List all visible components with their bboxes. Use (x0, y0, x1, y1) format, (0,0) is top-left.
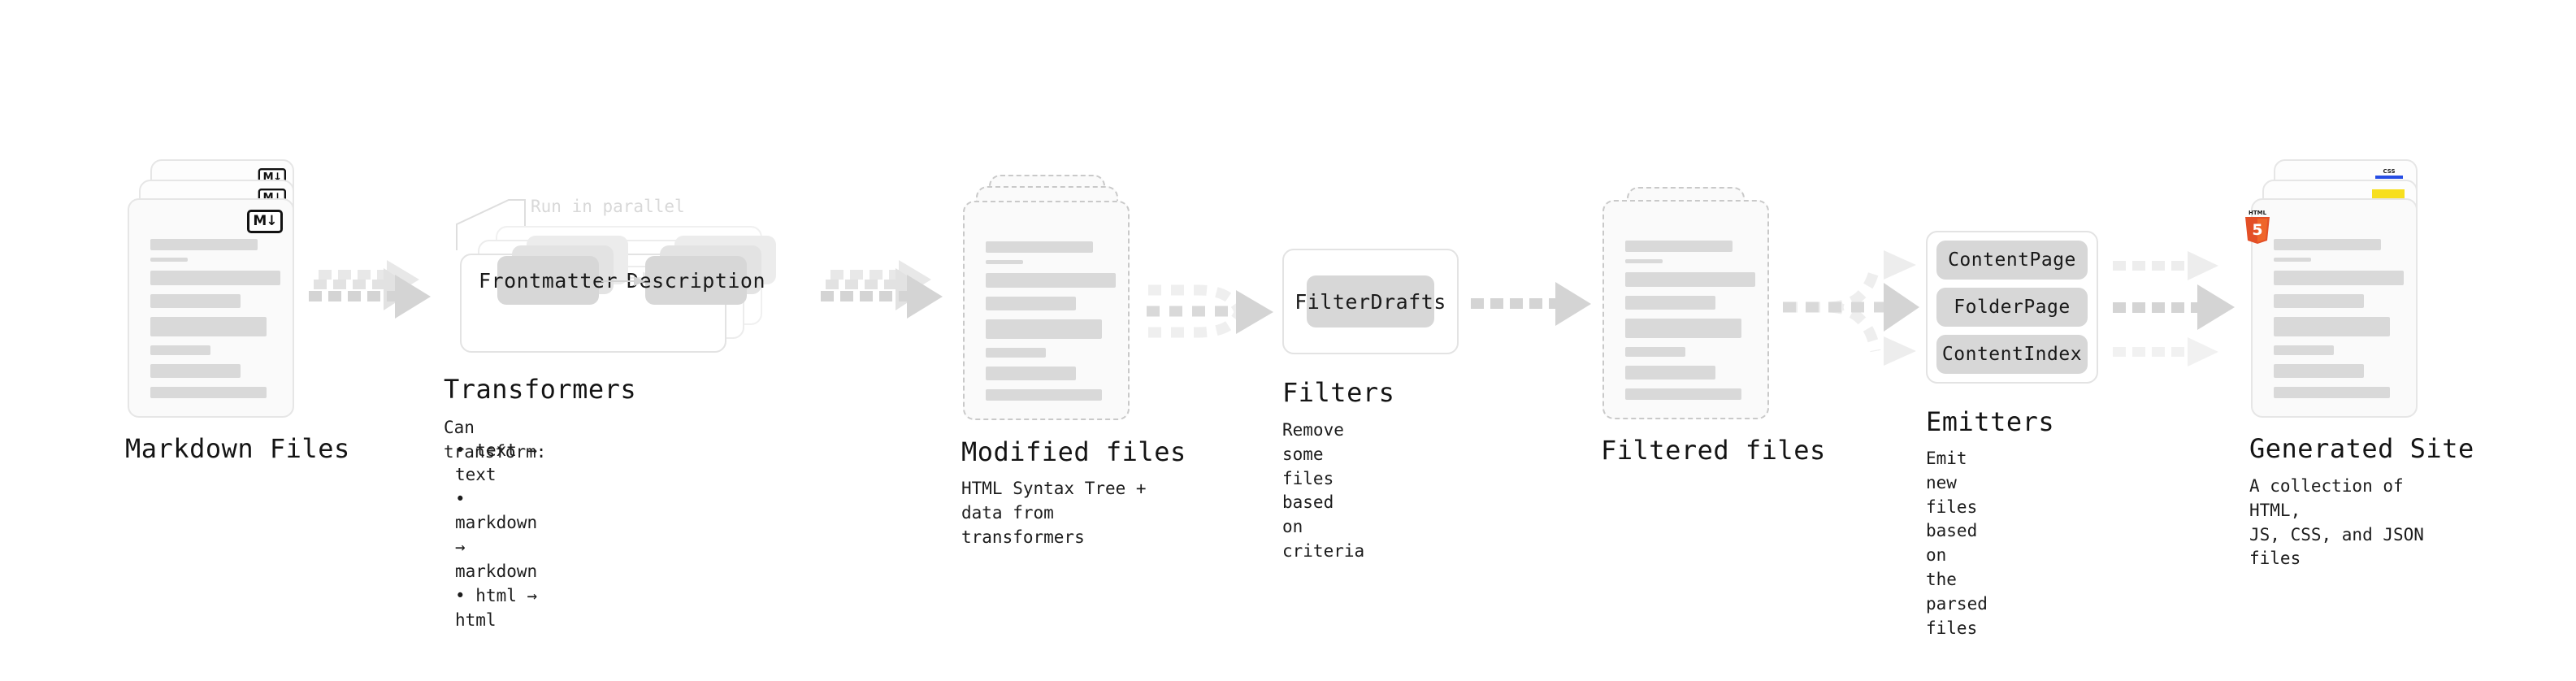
stage-markdown-files: M↓ M↓ M↓ Markdown Files (125, 159, 349, 464)
emitters-chip-contentpage-label: ContentPage (1948, 249, 2076, 271)
modified-card-content (965, 202, 1128, 419)
site-card-content (2253, 200, 2416, 416)
html5-badge-number: 5 (2252, 221, 2262, 239)
modified-card-stack (963, 175, 1150, 435)
filtered-card-stack (1602, 187, 1789, 447)
emitters-subtitle: Emit new files based on the parsed files (1926, 449, 1988, 638)
arrow-md-to-transformers (309, 260, 431, 319)
arrow-modified-to-filters (1147, 284, 1273, 338)
markdown-badge-text: M↓ (253, 213, 277, 229)
run-in-parallel-bracket (456, 199, 526, 250)
markdown-card-front: M↓ (128, 198, 294, 418)
transformers-list: text → text markdown → markdown html → h… (444, 439, 537, 633)
filters-subtitle: Remove some files based on criteria (1282, 420, 1365, 562)
modified-files-title: Modified files (961, 436, 1186, 467)
transformers-list-item: text → text (455, 439, 537, 488)
markdown-badge-icon: M↓ (247, 210, 283, 233)
emitters-chip-contentpage[interactable]: ContentPage (1936, 241, 2088, 280)
stage-modified-files: Modified files HTML Syntax Tree + data f… (961, 175, 1186, 547)
arrow-filters-to-filtered (1471, 282, 1591, 326)
filters-chip-filterdrafts[interactable]: FilterDrafts (1295, 275, 1446, 327)
markdown-card-content (129, 200, 293, 416)
stage-filtered-files: Filtered files (1601, 187, 1825, 466)
transformers-connector-arrow (601, 276, 645, 286)
run-in-parallel-label: Run in parallel (531, 197, 685, 216)
emitters-chip-folderpage[interactable]: FolderPage (1936, 288, 2088, 327)
emitters-chip-folderpage-label: FolderPage (1954, 297, 2071, 318)
transformers-chip-description[interactable]: Description (627, 256, 765, 305)
emitters-title: Emitters (1926, 406, 2055, 437)
arrow-emitters-to-site (2113, 251, 2235, 367)
css-badge-label: CSS (2383, 168, 2396, 175)
css-badge-rule (2375, 176, 2403, 179)
stage-generated-site: CSS HTML 5 (2245, 159, 2474, 568)
html5-badge-wordmark: HTML (2249, 210, 2267, 216)
filters-title: Filters (1282, 377, 1395, 408)
site-card-front-html: HTML 5 (2245, 198, 2418, 418)
site-card-stack: CSS HTML 5 (2245, 159, 2438, 427)
transformers-chip-frontmatter-label: Frontmatter (478, 268, 618, 293)
filtered-card-front (1602, 200, 1769, 419)
transformers-list-item: html → html (455, 584, 537, 633)
transformers-title: Transformers (444, 374, 637, 405)
generated-site-subtitle: A collection of HTML, JS, CSS, and JSON … (2249, 476, 2424, 569)
markdown-files-title: Markdown Files (125, 433, 350, 464)
css-badge-icon: CSS (2375, 167, 2403, 179)
emitters-chip-contentindex-label: ContentIndex (1941, 344, 2083, 365)
filters-chip-filterdrafts-label: FilterDrafts (1295, 289, 1446, 314)
markdown-card-stack: M↓ M↓ M↓ (128, 159, 314, 427)
html5-badge-icon: HTML 5 (2241, 208, 2274, 245)
transformers-list-item: markdown → markdown (455, 488, 537, 584)
modified-files-subtitle: HTML Syntax Tree + data from transformer… (961, 479, 1147, 547)
html5-shield-svg: HTML 5 (2245, 210, 2270, 244)
modified-card-front (963, 201, 1130, 420)
generated-site-title: Generated Site (2249, 433, 2474, 464)
transformers-chip-frontmatter[interactable]: Frontmatter (479, 256, 618, 305)
arrow-transformers-to-modified (821, 260, 943, 319)
filtered-files-title: Filtered files (1601, 435, 1826, 466)
emitters-chip-contentindex[interactable]: ContentIndex (1936, 335, 2088, 374)
transformers-chip-description-label: Description (626, 268, 766, 293)
arrow-filtered-to-emitters (1783, 250, 1919, 366)
filtered-card-content (1604, 202, 1767, 418)
